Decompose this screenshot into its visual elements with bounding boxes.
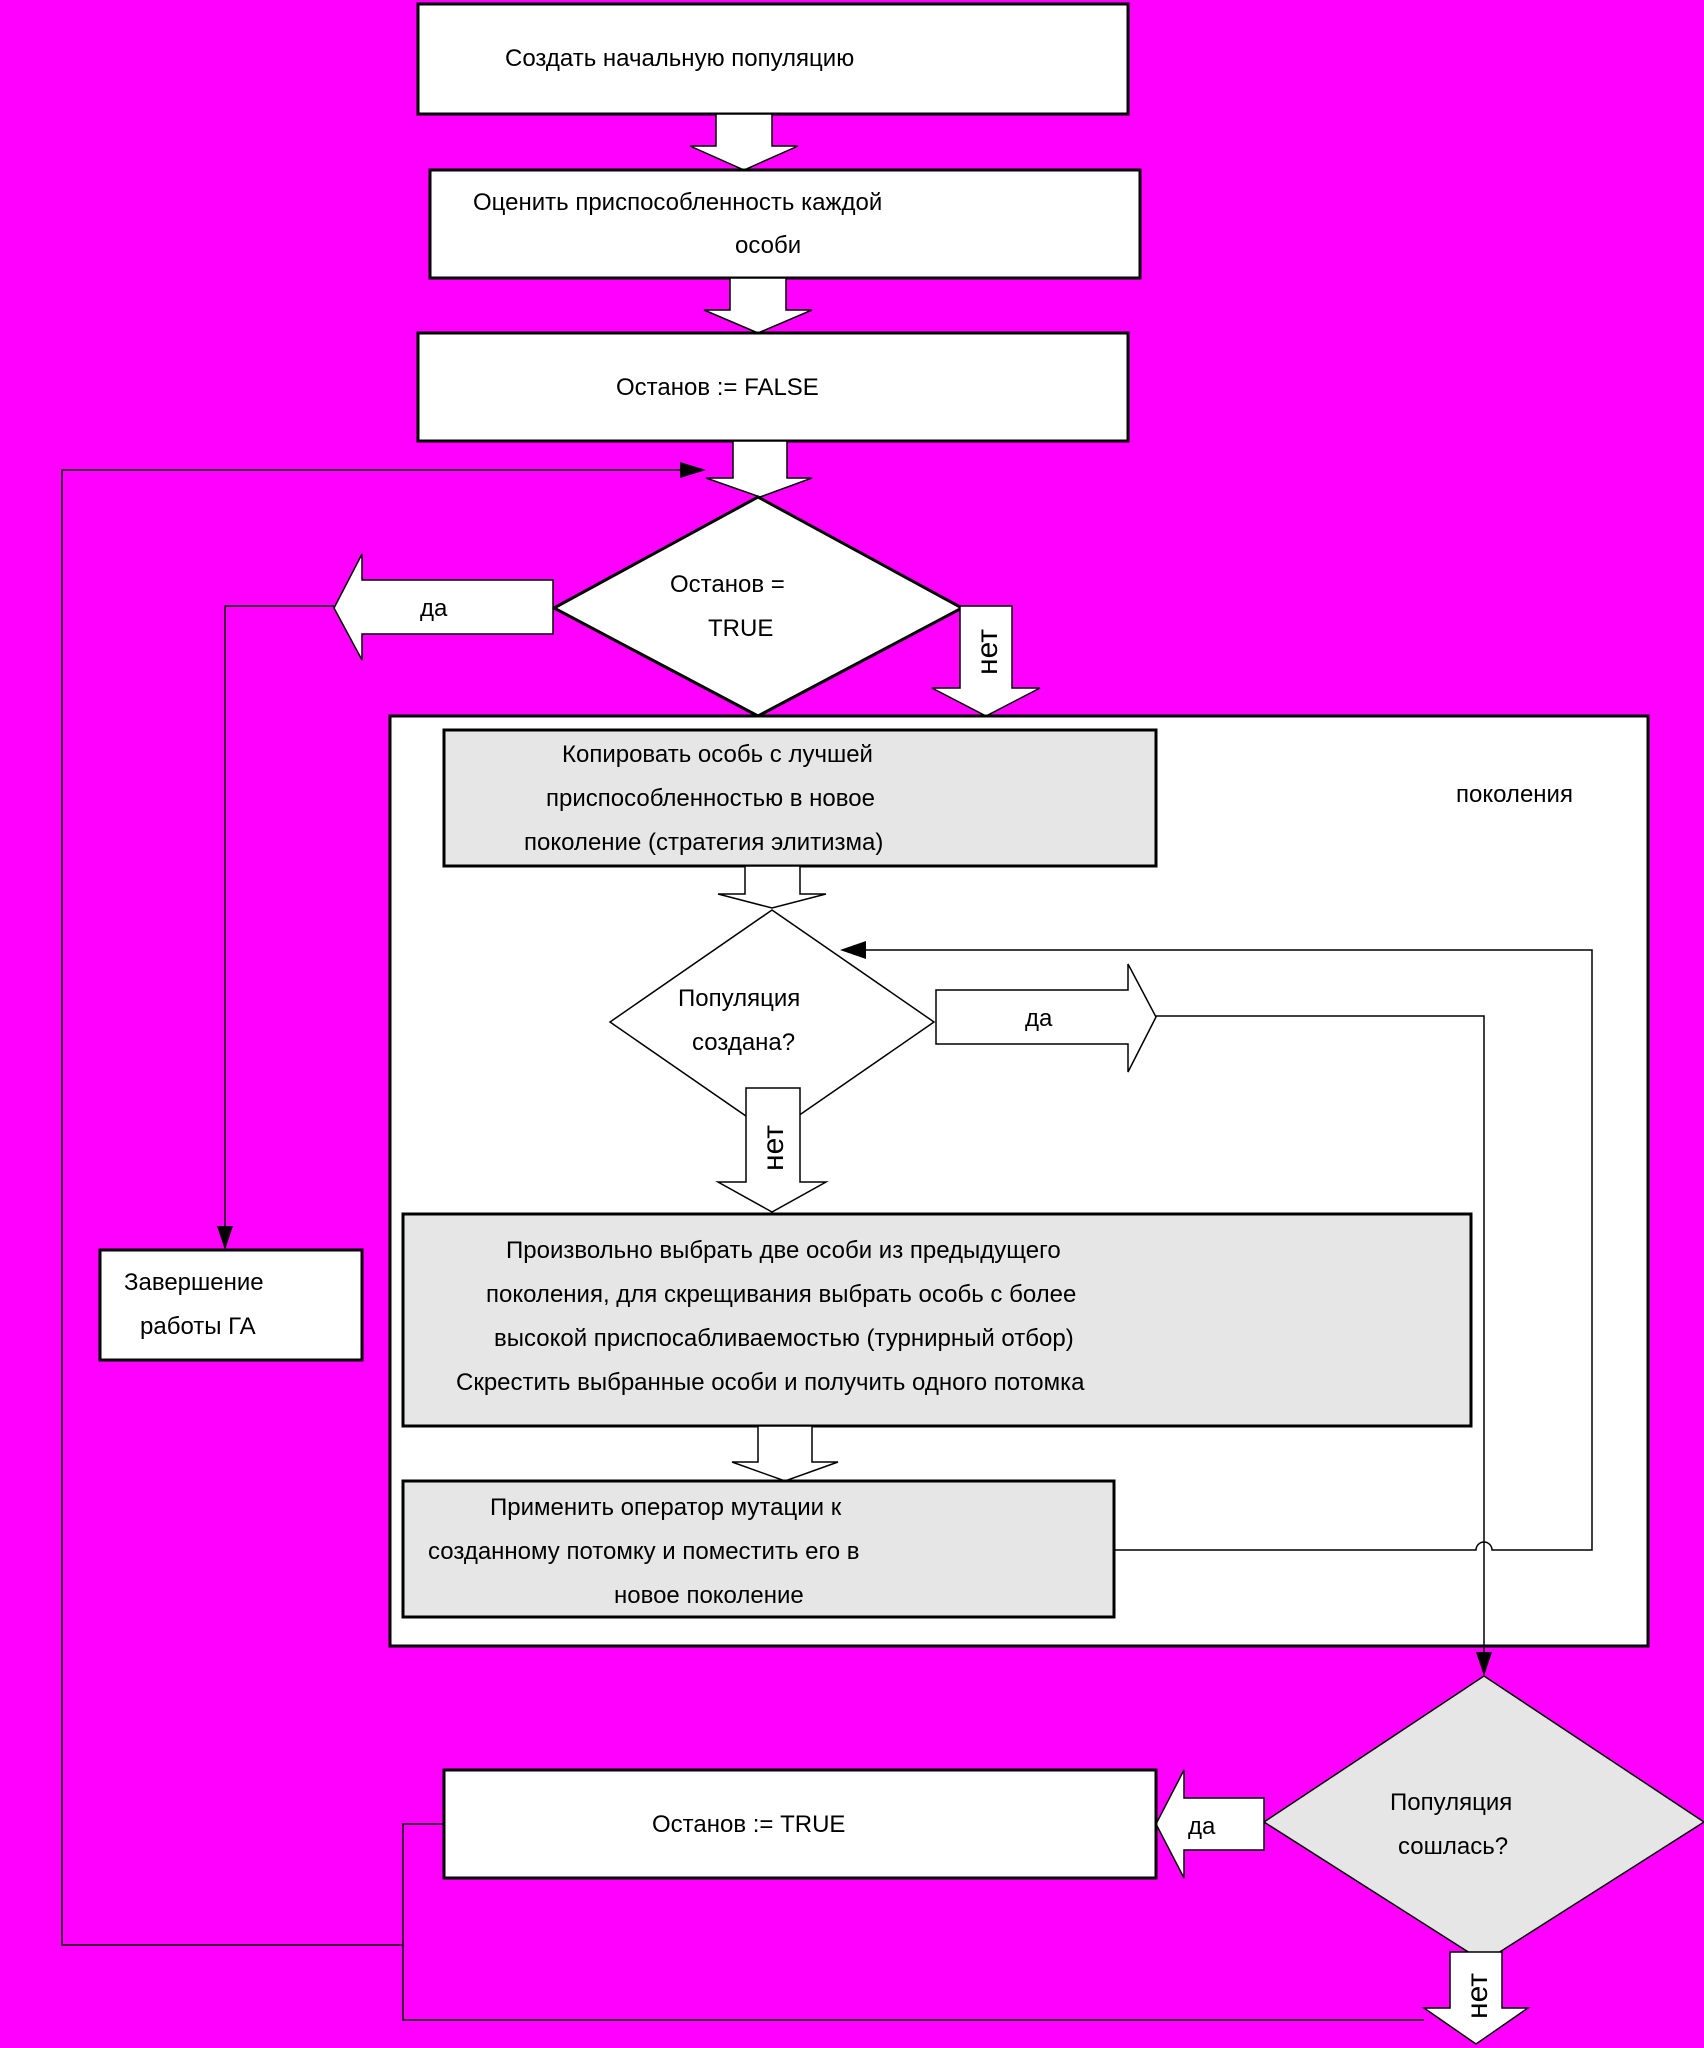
node-mutation-line3: новое поколение (614, 1582, 804, 1609)
node-select-crossover-line3: высокой приспосабливаемостью (турнирный … (494, 1325, 1074, 1352)
node-mutation-line1: Применить оператор мутации к (490, 1494, 842, 1521)
decision-population-created-line1: Популяция (678, 985, 800, 1012)
line-mutation-loop (866, 949, 1593, 1551)
node-evaluate-fitness-line2: особи (735, 232, 801, 259)
arrow-converged-no: нет (1421, 1951, 1531, 2045)
node-copy-best: Копировать особь с лучшей приспособленно… (442, 728, 1158, 868)
arrow-created-yes-label: да (1025, 1005, 1053, 1032)
arrow-stop-yes-label: да (420, 595, 448, 622)
arrow-crossover-to-mutation (731, 1425, 839, 1482)
node-select-crossover-line2: поколения, для скрещивания выбрать особь… (486, 1281, 1076, 1308)
node-stop-true: Останов := TRUE (442, 1768, 1158, 1880)
arrow-created-no-label: нет (757, 1125, 790, 1171)
node-finish-line1: Завершение (124, 1269, 264, 1296)
node-select-crossover-line4: Скрестить выбранные особи и получить одн… (456, 1369, 1085, 1396)
node-finish-line2: работы ГА (140, 1313, 256, 1340)
line-to-finish-arrowhead (217, 1226, 233, 1250)
node-copy-best-line3: поколение (стратегия элитизма) (524, 829, 883, 856)
decision-converged: Популяция сошлась? (1262, 1675, 1704, 1963)
generation-container-label: поколения (1456, 781, 1573, 808)
node-copy-best-line2: приспособленностью в новое (546, 785, 875, 812)
node-finish: Завершение работы ГА (98, 1248, 364, 1362)
decision-stop-check-line1: Останов = (670, 571, 785, 598)
line-created-to-converged (1156, 1015, 1485, 1658)
node-evaluate-fitness-line1: Оценить приспособленность каждой (473, 189, 882, 216)
line-created-to-converged-arrowhead (1476, 1652, 1492, 1676)
line-bottom-return (402, 1823, 1424, 2021)
node-create-population-text: Создать начальную популяцию (505, 45, 854, 72)
arrow-converged-no-label: нет (1461, 1973, 1494, 2019)
arrow-created-no: нет (715, 1087, 829, 1213)
decision-converged-line1: Популяция (1390, 1789, 1512, 1816)
line-to-finish (224, 605, 334, 1228)
arrow-copy-to-created (717, 865, 827, 909)
loop-back-line (61, 469, 680, 1946)
loop-back-arrowhead (680, 462, 706, 478)
node-mutation: Применить оператор мутации к созданному … (401, 1479, 1116, 1619)
node-stop-true-text: Останов := TRUE (652, 1811, 845, 1838)
arrow-1-2 (689, 113, 799, 171)
node-copy-best-line1: Копировать особь с лучшей (562, 741, 873, 768)
node-select-crossover: Произвольно выбрать две особи из предыду… (401, 1212, 1473, 1428)
arrow-stop-yes: да (333, 553, 554, 661)
line-mutation-loop-arrowhead (840, 941, 866, 959)
arrow-3-4 (705, 440, 813, 498)
node-mutation-line2: созданному потомку и поместить его в (428, 1538, 859, 1565)
decision-population-created-line2: создана? (692, 1029, 795, 1056)
arrow-stop-no: нет (931, 605, 1041, 717)
decision-stop-check-line2: TRUE (708, 615, 773, 642)
arrow-converged-yes-label: да (1188, 1813, 1216, 1840)
arrow-converged-yes: да (1155, 1769, 1265, 1879)
arrow-2-3 (703, 277, 813, 334)
node-stop-false-text: Останов := FALSE (616, 374, 819, 401)
decision-converged-line2: сошлась? (1398, 1833, 1508, 1860)
node-evaluate-fitness: Оценить приспособленность каждой особи (428, 168, 1142, 280)
decision-stop-check: Останов = TRUE (550, 495, 966, 718)
node-create-population: Создать начальную популяцию (416, 2, 1130, 116)
arrow-stop-no-label: нет (971, 629, 1004, 675)
node-stop-false: Останов := FALSE (416, 331, 1130, 443)
decision-population-created: Популяция создана? (608, 909, 936, 1135)
arrow-created-yes: да (935, 963, 1157, 1073)
node-select-crossover-line1: Произвольно выбрать две особи из предыду… (506, 1237, 1061, 1264)
